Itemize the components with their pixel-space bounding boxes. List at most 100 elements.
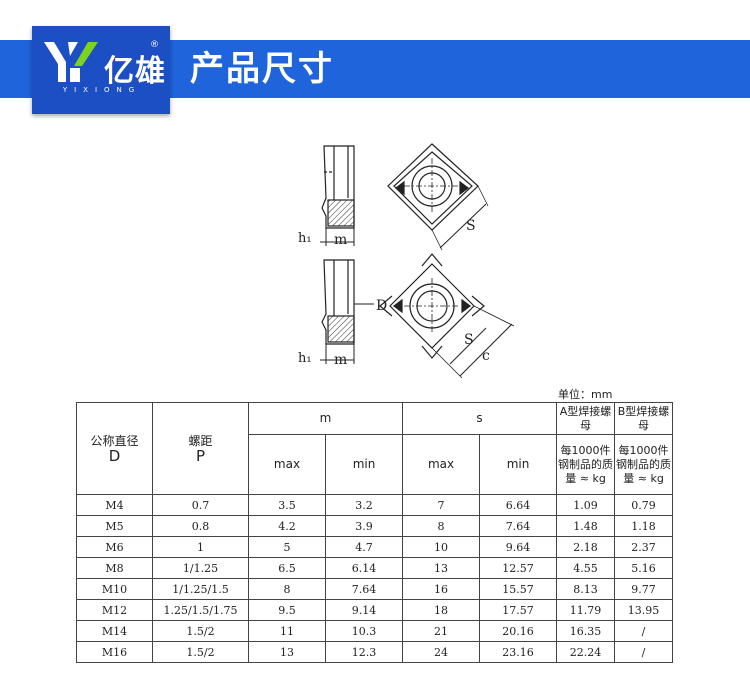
- header-s-min: min: [479, 434, 558, 495]
- cell-a-mass: 1.48: [556, 515, 616, 537]
- logo-subtitle: YIXIONG: [62, 86, 142, 94]
- dim-line-s-a: [439, 203, 487, 249]
- cell-b-mass: 13.95: [614, 599, 674, 621]
- cell-m-min: 3.9: [324, 515, 404, 537]
- cell-a-mass: 11.79: [556, 599, 616, 621]
- cell-m-min: 4.7: [324, 536, 404, 558]
- cell-s-min: 20.16: [479, 620, 558, 642]
- cell-b-mass: /: [614, 641, 674, 663]
- spec-table: 公称直径 D 螺距 P m s A型焊接螺母 B型焊接螺母 max min ma…: [76, 402, 674, 663]
- unit-label: 单位：mm: [558, 388, 613, 401]
- cell-b-mass: 0.79: [614, 494, 674, 516]
- cell-s-min: 23.16: [479, 641, 558, 663]
- label-m-b: m: [334, 352, 347, 368]
- label-s-b: S: [464, 332, 474, 348]
- label-s-a: S: [466, 218, 476, 234]
- cell-size: M10: [76, 578, 153, 600]
- cell-s-max: 24: [402, 641, 481, 663]
- product-drawing: h₁ m S D h₁ m: [298, 143, 515, 378]
- cell-s-min: 12.57: [479, 557, 558, 579]
- cell-b-mass: 1.18: [614, 515, 674, 537]
- cell-m-min: 6.14: [324, 557, 404, 579]
- cell-m-max: 8: [248, 578, 326, 600]
- header-b-type: B型焊接螺母: [614, 402, 674, 435]
- cell-pitch: 0.8: [152, 515, 249, 537]
- cell-a-mass: 16.35: [556, 620, 616, 642]
- registered-mark: ®: [150, 40, 159, 50]
- page-title: 产品尺寸: [190, 49, 334, 89]
- cell-a-mass: 4.55: [556, 557, 616, 579]
- header-s: s: [402, 402, 558, 435]
- header-pitch: 螺距 P: [152, 402, 249, 495]
- header-a-type: A型焊接螺母: [556, 402, 616, 435]
- cell-m-max: 5: [248, 536, 326, 558]
- cell-m-min: 9.14: [324, 599, 404, 621]
- cell-a-mass: 2.18: [556, 536, 616, 558]
- cell-m-min: 10.3: [324, 620, 404, 642]
- cell-pitch: 1.25/1.5/1.75: [152, 599, 249, 621]
- cell-m-max: 4.2: [248, 515, 326, 537]
- cell-b-mass: /: [614, 620, 674, 642]
- dim-line-c: [459, 323, 513, 377]
- cell-m-max: 11: [248, 620, 326, 642]
- logo-mark-icon: [44, 42, 98, 82]
- cell-m-max: 3.5: [248, 494, 326, 516]
- cell-pitch: 1/1.25/1.5: [152, 578, 249, 600]
- cell-s-max: 18: [402, 599, 481, 621]
- header-m-min: min: [324, 434, 404, 495]
- cell-m-min: 12.3: [324, 641, 404, 663]
- cell-s-min: 7.64: [479, 515, 558, 537]
- cell-m-max: 6.5: [248, 557, 326, 579]
- cell-size: M12: [76, 599, 153, 621]
- cell-pitch: 1: [152, 536, 249, 558]
- cell-size: M16: [76, 641, 153, 663]
- label-m-a: m: [334, 232, 347, 248]
- cell-pitch: 1.5/2: [152, 641, 249, 663]
- header-s-max: max: [402, 434, 481, 495]
- header-nominal-diameter: 公称直径 D: [76, 402, 153, 495]
- cell-size: M14: [76, 620, 153, 642]
- cell-size: M4: [76, 494, 153, 516]
- cell-s-max: 13: [402, 557, 481, 579]
- cell-s-max: 21: [402, 620, 481, 642]
- cell-m-max: 9.5: [248, 599, 326, 621]
- cell-pitch: 0.7: [152, 494, 249, 516]
- cell-pitch: 1/1.25: [152, 557, 249, 579]
- cell-s-min: 15.57: [479, 578, 558, 600]
- header-b-mass: 每1000件钢制品的质量 ≈ kg: [614, 434, 674, 495]
- cell-m-max: 13: [248, 641, 326, 663]
- cell-a-mass: 8.13: [556, 578, 616, 600]
- label-c: c: [482, 348, 490, 364]
- side-view-b: [321, 259, 355, 345]
- front-view-a: [387, 143, 479, 231]
- cell-size: M8: [76, 557, 153, 579]
- cell-a-mass: 1.09: [556, 494, 616, 516]
- dim-line-s-b: [449, 327, 487, 365]
- cell-a-mass: 22.24: [556, 641, 616, 663]
- logo-brand-text: 亿雄: [104, 54, 166, 89]
- cell-s-min: 17.57: [479, 599, 558, 621]
- cell-size: M5: [76, 515, 153, 537]
- cell-m-min: 3.2: [324, 494, 404, 516]
- cell-b-mass: 9.77: [614, 578, 674, 600]
- cell-s-min: 9.64: [479, 536, 558, 558]
- cell-s-max: 7: [402, 494, 481, 516]
- cell-s-min: 6.64: [479, 494, 558, 516]
- header-m-max: max: [248, 434, 326, 495]
- header-a-mass: 每1000件钢制品的质量 ≈ kg: [556, 434, 616, 495]
- cell-s-max: 10: [402, 536, 481, 558]
- cell-m-min: 7.64: [324, 578, 404, 600]
- cell-b-mass: 2.37: [614, 536, 674, 558]
- header-m: m: [247, 402, 404, 435]
- cell-s-max: 8: [402, 515, 481, 537]
- label-h1-a: h₁: [298, 231, 312, 246]
